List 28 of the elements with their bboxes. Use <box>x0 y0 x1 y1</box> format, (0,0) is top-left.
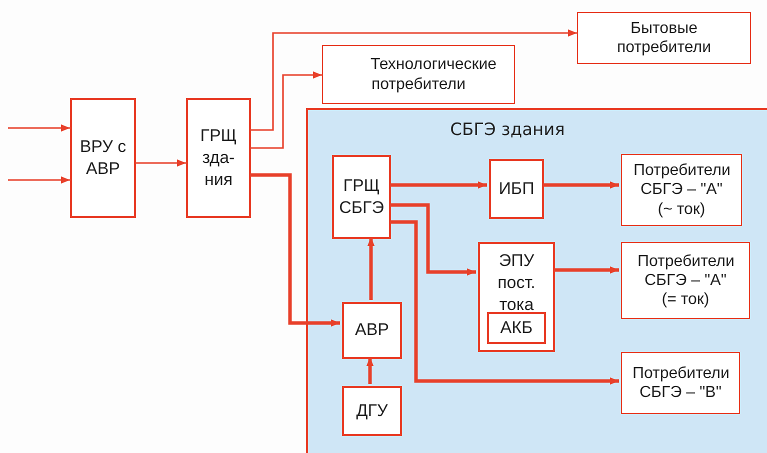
equipment-box: ВРУ с АВР <box>70 98 136 218</box>
arrow <box>389 220 619 385</box>
arrow <box>8 124 70 132</box>
equipment-box: АВР <box>342 302 402 359</box>
arrow <box>251 71 322 149</box>
consumer-box: Потребители СБГЭ – "А" (~ ток) <box>621 154 742 226</box>
consumer-box: Потребители СБГЭ – "А" (= ток) <box>621 242 750 319</box>
system-panel <box>306 108 767 453</box>
consumer-box: Потребители СБГЭ – "В" <box>621 352 740 414</box>
arrow <box>136 159 186 167</box>
battery-box: АКБ <box>487 312 546 344</box>
panel-title: СБГЭ здания <box>449 120 566 140</box>
equipment-box: ДГУ <box>342 386 402 436</box>
consumer-box: Технологические потребители <box>322 45 515 104</box>
consumer-box: Бытовые потребители <box>577 12 751 64</box>
arrow <box>251 29 577 131</box>
arrow <box>553 266 619 274</box>
arrow <box>251 173 340 327</box>
arrow <box>542 181 619 189</box>
equipment-box: ГРЩ зда-ния <box>186 98 251 218</box>
equipment-box: ИБП <box>489 159 544 219</box>
equipment-box: ГРЩ СБГЭ <box>332 155 391 239</box>
equipment-box: ЭПУ пост. тока АКБ <box>478 242 555 352</box>
arrow <box>389 203 476 276</box>
arrow <box>366 357 374 384</box>
arrow <box>389 181 487 189</box>
arrow <box>8 176 70 184</box>
arrow <box>367 237 375 300</box>
